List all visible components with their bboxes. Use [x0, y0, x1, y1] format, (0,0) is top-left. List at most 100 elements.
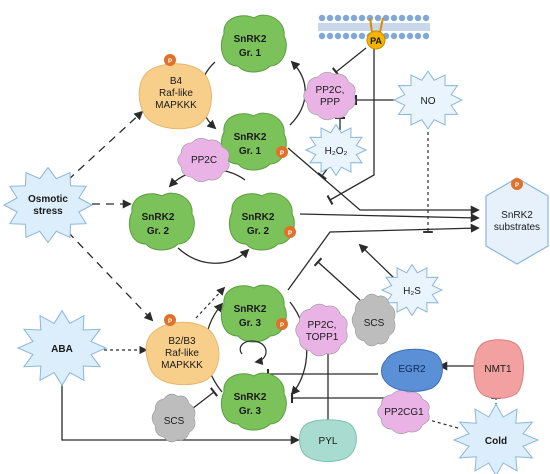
lipid-head	[342, 14, 350, 22]
edge-scs-right-inhibit	[313, 257, 361, 301]
b4-raf-label-3: MAPKKK	[155, 100, 197, 111]
edge-gr2-activate	[177, 247, 250, 264]
lipid-head	[342, 32, 350, 40]
edge-gr1-deactivate	[289, 60, 306, 126]
edge-osmotic-to-b4	[67, 110, 144, 181]
lipid-head	[334, 14, 342, 22]
lipid-head	[326, 14, 334, 22]
lipid-head	[398, 14, 406, 22]
svg-text:P: P	[515, 183, 519, 189]
lipid-head	[414, 14, 422, 22]
b2b3-raf-label-1: B2/B3	[168, 336, 196, 347]
pp2c-topp1: PP2C, TOPP1	[295, 303, 348, 357]
lipid-head	[374, 14, 382, 22]
edge-gr2-to-substrates	[299, 213, 480, 223]
snrk2-gr3-inactive: SnRK2 Gr. 3	[220, 372, 287, 431]
b2b3-raf-label-3: MAPKKK	[161, 360, 203, 371]
snrk2-gr3-label-2: Gr. 3	[239, 406, 262, 417]
pp2cg1-label: PP2CG1	[384, 407, 424, 418]
no-burst: NO	[392, 70, 464, 130]
snrk2-gr3-phosphorylated: SnRK2 Gr. 3 P	[220, 284, 288, 343]
lipid-head	[390, 14, 398, 22]
osmotic-stress-label-1: Osmotic	[28, 194, 68, 205]
cold-burst: Cold	[452, 403, 540, 474]
gr3-cycle-icon	[239, 340, 267, 366]
snrk2-gr3-label-1: SnRK2	[234, 392, 267, 403]
scs-right: SCS	[351, 293, 396, 347]
blob-shape	[295, 303, 348, 357]
lipid-head	[406, 32, 414, 40]
lipid-head	[350, 32, 358, 40]
blob-shape	[377, 390, 430, 434]
snrk2-gr3p-label-2: Gr. 3	[239, 318, 262, 329]
phospho-icon	[284, 226, 296, 238]
h2o2-burst: H₂O₂	[304, 123, 368, 177]
b2b3-raf-label-2: Raf-like	[165, 348, 199, 359]
edge-pa-to-pp2c	[331, 47, 367, 77]
snrk2-substrates: P SnRK2 substrates	[485, 177, 549, 265]
pp2cg1: PP2CG1	[377, 390, 430, 434]
scs-right-label: SCS	[364, 318, 385, 329]
snrk2-gr1-inactive: SnRK2 Gr. 1	[220, 14, 287, 73]
blob-shape	[351, 293, 396, 347]
phospho-icon	[164, 314, 176, 326]
b4-raf-label-2: Raf-like	[159, 88, 193, 99]
phospho-icon	[276, 146, 288, 158]
edge-aba-to-pyl	[61, 375, 300, 445]
pp2c: PP2C	[177, 138, 230, 182]
snrk2-gr2-label-2: Gr. 2	[147, 226, 170, 237]
lipid-head	[382, 14, 390, 22]
lipid-head	[358, 32, 366, 40]
blob-shape	[151, 393, 196, 443]
edge-gr1-to-substrates	[287, 147, 480, 215]
lipid-head	[318, 14, 326, 22]
snrk2-gr3p-label-1: SnRK2	[234, 304, 267, 315]
phospho-icon	[164, 54, 176, 66]
pa-lipid	[366, 30, 386, 50]
h2s-label: H₂S	[403, 286, 421, 297]
b4-raf-mapkkk: P B4 Raf-like MAPKKK	[138, 54, 212, 130]
egr2-label: EGR2	[398, 364, 426, 375]
cold-label: Cold	[485, 436, 507, 447]
phospho-label: P	[280, 323, 284, 329]
scs-left: SCS	[151, 393, 196, 443]
pyl: PYL	[299, 419, 357, 462]
lipid-head	[398, 32, 406, 40]
pp2c-ppp: PP2C, PPP	[303, 71, 356, 121]
aba-label: ABA	[51, 344, 73, 355]
snrk2-gr2p-label-2: Gr. 2	[247, 226, 270, 237]
edge-b2b3-to-gr3	[195, 286, 226, 319]
scs-left-label: SCS	[164, 416, 185, 427]
lipid-head	[326, 32, 334, 40]
nmt1-label: NMT1	[484, 364, 512, 375]
lipid-head	[350, 14, 358, 22]
pa-label: PA	[370, 36, 382, 46]
lipid-head	[422, 14, 430, 22]
kinase-shape	[220, 14, 287, 73]
lipid-head	[406, 14, 414, 22]
phospho-icon	[511, 178, 523, 190]
lipid-head	[390, 32, 398, 40]
snrk2-gr1p-label-2: Gr. 1	[239, 146, 262, 157]
snrk2-gr1-label-1: SnRK2	[234, 34, 267, 45]
osmotic-stress-label-2: stress	[33, 206, 63, 217]
snrk2-gr2p-label-1: SnRK2	[242, 212, 275, 223]
snrk2-gr1-phosphorylated: SnRK2 Gr. 1 P	[220, 112, 288, 171]
snrk2-gr2-phosphorylated: SnRK2 Gr. 2 P	[228, 192, 296, 251]
b4-raf-label-1: B4	[170, 76, 183, 87]
kinase-shape	[220, 372, 287, 431]
kinase-shape	[128, 192, 195, 251]
lipid-head	[318, 32, 326, 40]
no-label: NO	[421, 96, 436, 107]
substrates-label-2: substrates	[494, 222, 540, 233]
pp2c-ppp-label-2: PPP	[320, 97, 340, 108]
lipid-head	[334, 32, 342, 40]
pp2c-label: PP2C	[191, 155, 217, 166]
edge-osmotic-to-b2b3	[67, 231, 154, 322]
svg-text:P: P	[168, 319, 172, 325]
phospho-label: P	[288, 231, 292, 237]
edge-pa-inhibit	[326, 48, 375, 206]
substrates-label-1: SnRK2	[501, 210, 533, 221]
snrk2-gr2-inactive: SnRK2 Gr. 2	[128, 192, 195, 251]
